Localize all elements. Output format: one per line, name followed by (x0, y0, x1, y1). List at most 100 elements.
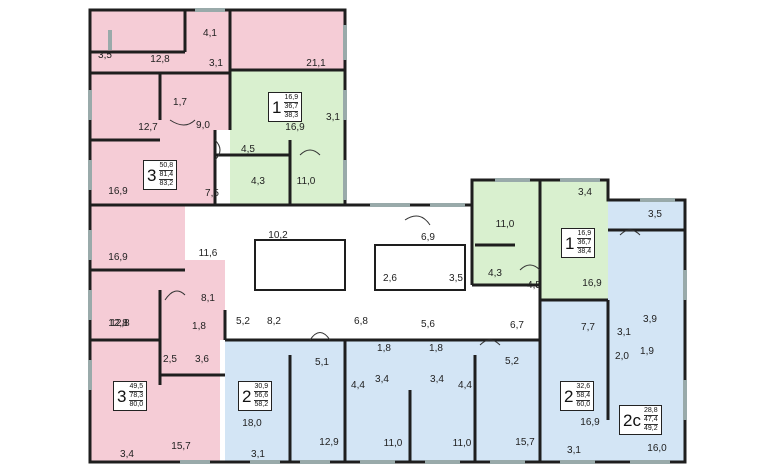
room-area-label: 16,9 (285, 122, 305, 133)
room-area-label: 1,7 (173, 97, 187, 108)
area-value: 80,0 (129, 401, 144, 408)
room-count: 1 (565, 233, 575, 253)
room-area-label: 7,5 (205, 188, 219, 199)
room-area-label: 1,8 (192, 321, 206, 332)
three-room-apartment-bottom (90, 205, 225, 462)
room-count: 3 (147, 165, 157, 185)
area-value: 47,4 (643, 416, 658, 425)
area-value: 28,8 (643, 407, 658, 416)
room-count: 2с (623, 410, 641, 430)
room-area-label: 16,9 (580, 417, 600, 428)
room-area-label: 2,6 (383, 273, 397, 284)
room-area-label: 9,0 (196, 120, 210, 131)
room-area-label: 2,5 (163, 354, 177, 365)
room-area-label: 6,9 (421, 232, 435, 243)
room-area-label: 3,1 (209, 58, 223, 69)
room-area-label: 11,0 (452, 438, 472, 449)
room-area-label: 5,2 (505, 356, 519, 367)
room-area-label: 8,1 (201, 293, 215, 304)
room-area-label: 4,5 (527, 280, 541, 291)
room-count: 2 (564, 386, 574, 406)
room-area-label: 7,7 (581, 322, 595, 333)
room-area-label: 3,1 (567, 445, 581, 456)
room-count: 2 (242, 386, 252, 406)
room-area-label: 1,9 (640, 346, 654, 357)
room-area-label: 16,9 (582, 278, 602, 289)
room-area-label: 12,9 (319, 437, 339, 448)
room-area-label: 3,9 (643, 314, 657, 325)
room-area-label: 3,1 (617, 327, 631, 338)
room-area-label: 5,6 (421, 319, 435, 330)
area-value: 81,4 (159, 171, 174, 180)
room-area-label: 4,3 (488, 268, 502, 279)
area-value: 50,8 (159, 162, 174, 171)
area-value: 83,2 (159, 180, 174, 187)
room-area-label: 6,8 (354, 316, 368, 327)
room-area-label: 10,2 (268, 230, 288, 241)
walls (88, 8, 687, 464)
two-room-apartment-left (225, 340, 345, 462)
room-area-label: 12,7 (138, 122, 158, 133)
room-area-label: 4,5 (241, 144, 255, 155)
room-area-label: 4,4 (458, 380, 472, 391)
room-area-label: 5,1 (315, 357, 329, 368)
room-area-label: 12,8 (150, 54, 170, 65)
room-area-label: 6,7 (510, 320, 524, 331)
room-count: 1 (272, 97, 282, 117)
room-count: 3 (117, 386, 127, 406)
room-area-label: 11,0 (383, 438, 403, 449)
room-area-label: 3,5 (98, 50, 112, 61)
room-area-label: 5,2 (236, 316, 250, 327)
one-room-apartment-top (230, 70, 345, 205)
area-value: 58,2 (254, 401, 269, 408)
area-value: 16,9 (284, 94, 299, 103)
area-value: 36,7 (577, 239, 592, 248)
room-area-label: 12,8 (108, 318, 128, 329)
area-value: 36,7 (284, 103, 299, 112)
door-swings (164, 119, 641, 346)
area-value: 30,9 (254, 383, 269, 392)
room-area-label: 3,4 (120, 449, 134, 460)
room-area-label: 4,3 (251, 176, 265, 187)
room-area-label: 4,1 (203, 28, 217, 39)
room-area-label: 16,9 (108, 186, 128, 197)
area-value: 60,0 (576, 401, 591, 408)
room-area-label: 3,5 (648, 209, 662, 220)
area-value: 38,3 (284, 112, 299, 119)
area-value: 56,6 (254, 392, 269, 401)
room-area-label: 18,0 (242, 418, 262, 429)
room-area-label: 1,8 (377, 343, 391, 354)
room-area-label: 11,6 (198, 248, 218, 259)
area-value: 49,5 (129, 383, 144, 392)
room-area-label: 1,8 (429, 343, 443, 354)
room-area-label: 4,4 (351, 380, 365, 391)
room-area-label: 11,0 (495, 219, 515, 230)
area-value: 49,2 (643, 425, 658, 432)
room-area-label: 3,5 (449, 273, 463, 284)
room-area-label: 16,9 (108, 252, 128, 263)
room-area-label: 15,7 (515, 437, 535, 448)
room-area-label: 3,6 (195, 354, 209, 365)
area-value: 58,4 (576, 392, 591, 401)
room-area-label: 11,0 (296, 176, 316, 187)
room-area-label: 3,4 (430, 374, 444, 385)
room-area-label: 2,0 (615, 351, 629, 362)
room-area-label: 3,4 (375, 374, 389, 385)
area-value: 78,3 (129, 392, 144, 401)
area-value: 16,9 (577, 230, 592, 239)
three-room-apartment-top (90, 10, 345, 205)
room-area-label: 3,1 (251, 449, 265, 460)
